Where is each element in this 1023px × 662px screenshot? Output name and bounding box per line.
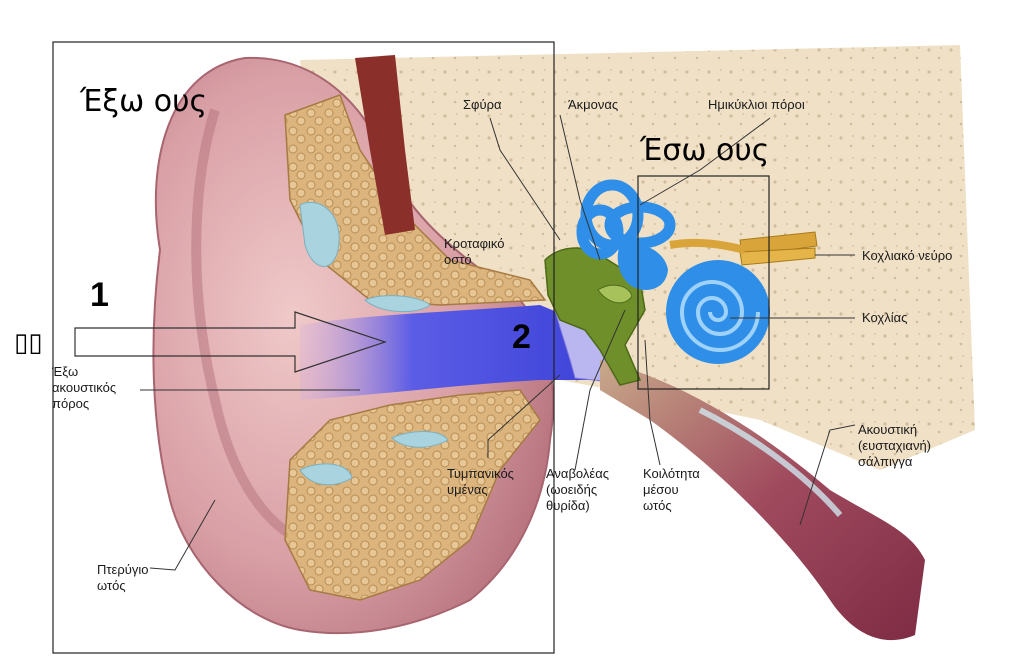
label-cochlear-nerve: Κοχλιακό νεύρο [862,248,953,263]
label-eardrum: Τυμπανικός υμένας [447,466,514,497]
label-cochlea: Κοχλίας [862,310,908,325]
label-eustachian-tube: Ακουστική (ευσταχιανή) σάλπιγγα [858,422,932,469]
label-pinna: Πτερύγιο ωτός [97,562,149,593]
lower-fat [284,389,541,601]
missing-glyph-boxes: ▯▯ [14,328,43,358]
label-hammer: Σφύρα [463,97,502,112]
marker-1: 1 [90,276,109,314]
sound-arrow [74,311,387,373]
label-semicircular-canals: Ημικύκλιοι πόροι [708,97,805,112]
outer-ear-title: Έξω ους [80,84,208,119]
muscle-strip [355,55,415,235]
label-anvil: Άκμονας [568,97,619,112]
marker-2: 2 [512,318,531,356]
label-stirrup: Αναβολέας (ωοειδής θυρίδα) [546,466,609,513]
ear-canal [300,305,620,400]
pinna-fold [191,108,303,545]
inner-ear-title: Έσω ους [640,133,770,168]
label-temporal-bone: Κροταφικό οστό [444,236,505,267]
label-middle-ear-cavity: Κοιλότητα μέσου ωτός [643,466,700,513]
cochlea-shape [666,260,770,364]
outer-ear-box [52,41,555,654]
eustachian-tube [600,360,925,641]
inner-ear-box [637,175,770,390]
label-ear-canal: Έξω ακουστικός πόρος [52,364,117,411]
